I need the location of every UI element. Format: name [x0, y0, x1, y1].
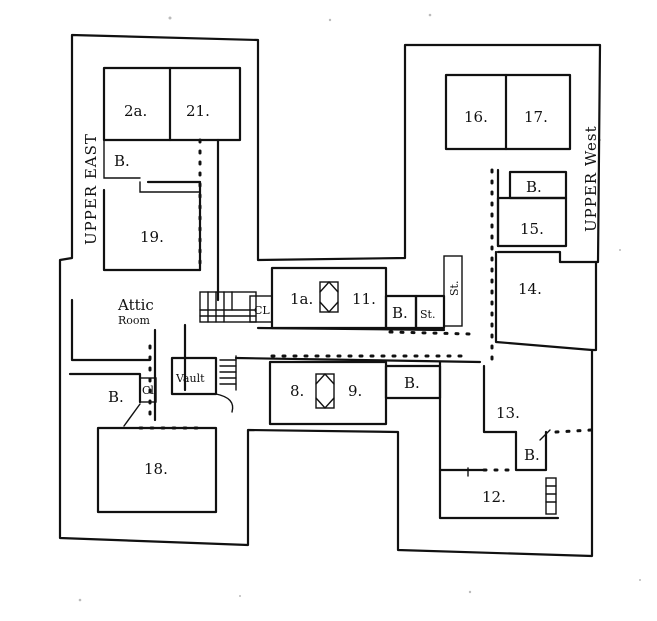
room-18-box	[96, 426, 218, 514]
stairs-upper	[199, 291, 257, 323]
attic-room-label-line2: Room	[118, 314, 151, 327]
room-21-label: 21.	[186, 102, 210, 120]
room-20-label: 2a.	[124, 102, 147, 120]
closet-lower-label: Cl	[142, 384, 154, 397]
bathroom-center-top-label: B.	[392, 304, 408, 322]
upper-east-wing-label: UPPER EAST	[82, 133, 100, 245]
upper-west-wing-label: UPPER West	[582, 125, 600, 232]
building-outline	[58, 33, 602, 558]
rooms-20-21-box	[102, 66, 242, 142]
room-19-label: 19.	[140, 228, 164, 246]
bathroom-west-top-label: B.	[526, 178, 542, 196]
rooms-8-9-box	[268, 360, 388, 426]
bathroom-east-low-label: B.	[108, 388, 124, 406]
room-8-label: 8.	[290, 382, 304, 400]
east-wing-walls	[68, 66, 273, 514]
stair-shaft-lower	[315, 372, 335, 410]
bathroom-center-low-label: B.	[404, 374, 420, 392]
room-10-label: 1a.	[290, 290, 313, 308]
vault-label: Vault	[175, 372, 205, 385]
stair-shaft-upper	[319, 280, 339, 314]
room-11-label: 11.	[352, 290, 376, 308]
storage-center-label: St.	[420, 308, 435, 321]
room-17-label: 17.	[524, 108, 548, 126]
room-16-label: 16.	[464, 108, 488, 126]
room-13-label: 13.	[496, 404, 520, 422]
bathroom-west-low-label: B.	[524, 446, 540, 464]
storage-corridor-label: St.	[448, 281, 461, 296]
room-15-label: 15.	[520, 220, 544, 238]
room-18-label: 18.	[144, 460, 168, 478]
closet-upper-label: CL	[254, 304, 270, 317]
stairs-lower	[215, 355, 237, 413]
room-12-label: 12.	[482, 488, 506, 506]
room-14-label: 14.	[518, 280, 542, 298]
east-wing-outer-wall	[58, 33, 602, 558]
bathroom-east-top-label: B.	[114, 152, 130, 170]
rooms-16-17-box	[444, 73, 572, 151]
room-9-label: 9.	[348, 382, 362, 400]
west-wing-walls	[438, 73, 598, 520]
vault-box	[170, 356, 218, 396]
attic-room-label: Attic	[117, 296, 154, 314]
